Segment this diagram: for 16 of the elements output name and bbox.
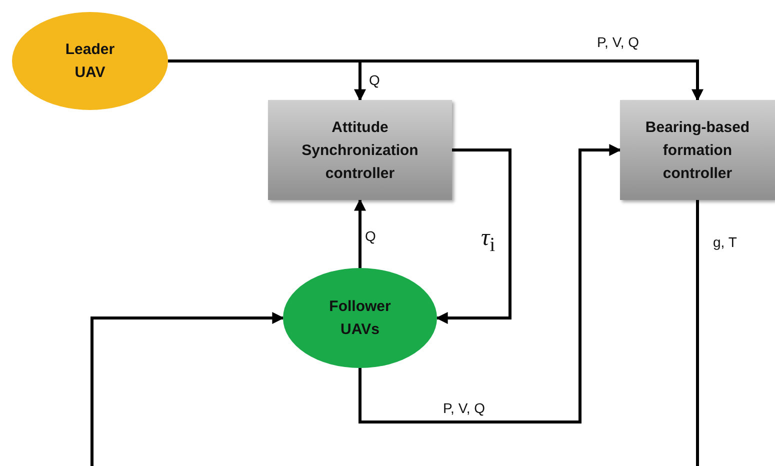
edge-label: Q xyxy=(364,228,377,244)
edge-label: P, V, Q xyxy=(596,34,640,50)
edge-label: Q xyxy=(368,72,381,88)
arrow xyxy=(354,198,366,268)
node-label: Follower UAVs xyxy=(328,297,392,340)
process-box xyxy=(620,100,775,200)
node-label: Attitude Synchronization controller xyxy=(300,118,420,184)
edge-label: g, T xyxy=(712,234,738,250)
edge-label: τ$_{i}$ xyxy=(480,226,496,257)
process-box xyxy=(268,100,452,200)
node-label: Bearing-based formation controller xyxy=(644,118,751,184)
node-label: Leader UAV xyxy=(64,40,116,83)
arrow xyxy=(90,312,284,466)
arrow xyxy=(436,148,512,324)
edge-label: P, V, Q xyxy=(442,400,486,416)
arrow xyxy=(358,144,622,424)
